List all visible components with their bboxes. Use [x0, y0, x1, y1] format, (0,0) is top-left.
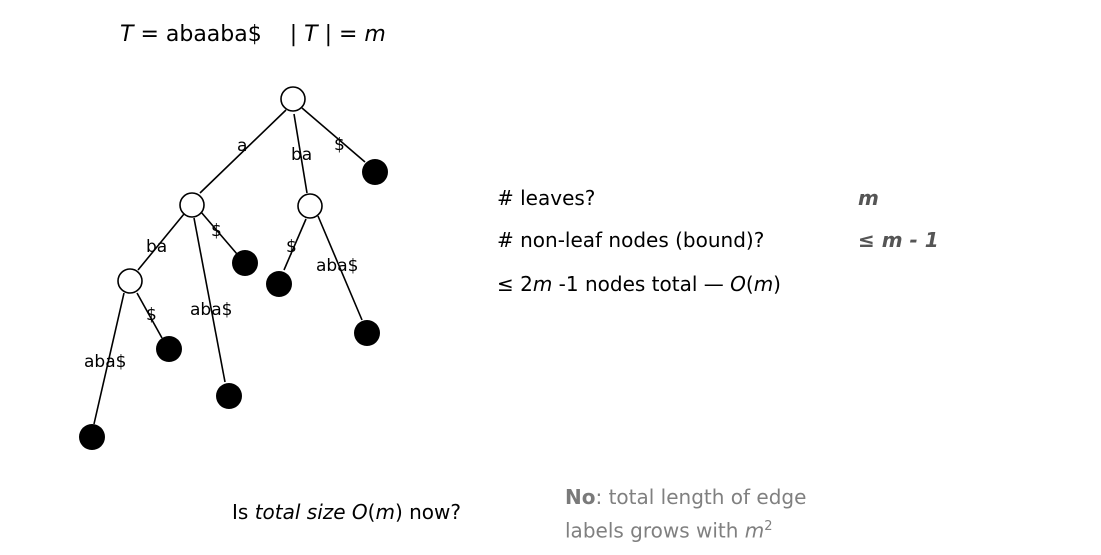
total-pre: ≤ 2: [497, 272, 533, 296]
edge-root-dollar: [301, 107, 366, 163]
edge-a-ba: [137, 213, 185, 271]
edge-root-ba: [293, 113, 308, 194]
answer-line2-text: labels grows with: [565, 518, 745, 543]
total-paren-open: (: [745, 272, 754, 296]
tree-nodes: [79, 86, 388, 450]
edge-label: ba: [146, 237, 167, 257]
edge-aba-dollar: [136, 292, 163, 339]
internal-node-root: [280, 86, 306, 112]
edge-label: $: [334, 135, 345, 155]
edge-label: aba$: [84, 352, 126, 372]
total-nodes-statement: ≤ 2m -1 nodes total — O(m): [497, 272, 781, 296]
leaf-node: [216, 383, 242, 409]
edge-root-a: [199, 109, 287, 194]
edge-label: a: [237, 136, 247, 156]
edge-a-aba: [193, 217, 226, 383]
answer-no: No: [565, 485, 596, 509]
answer-nonleaf-nodes: ≤ m - 1: [858, 228, 939, 252]
leaf-node: [354, 320, 380, 346]
bq-paren: (: [367, 500, 376, 524]
bq-m: m: [375, 500, 395, 524]
text-value: = abaaba$: [133, 22, 262, 47]
answer-line-1: No: total length of edge: [565, 482, 806, 512]
internal-node-aba: [117, 268, 143, 294]
length-bar-open: |: [289, 22, 305, 47]
leaf-node: [79, 424, 105, 450]
total-paren-close: ): [773, 272, 781, 296]
question-leaves: # leaves?: [497, 186, 596, 210]
length-variable: T: [304, 22, 318, 47]
total-m: m: [532, 272, 553, 296]
bq-italic: total size: [254, 500, 346, 524]
edge-ba-dollar: [283, 218, 307, 271]
question-nonleaf-nodes: # non-leaf nodes (bound)?: [497, 228, 765, 252]
edge-a-dollar: [200, 211, 238, 255]
internal-node-ba: [297, 193, 323, 219]
edge-label: $: [146, 305, 157, 325]
internal-node-a: [179, 192, 205, 218]
leaf-node: [232, 250, 258, 276]
edge-label: aba$: [316, 256, 358, 276]
total-size-question: Is total size O(m) now?: [232, 500, 461, 524]
bq-end: ) now?: [394, 500, 462, 524]
string-definition: T = abaaba$ | T | = m: [120, 22, 386, 47]
leaf-node: [156, 336, 182, 362]
answer-m: m: [744, 518, 765, 543]
edge-label: aba$: [190, 300, 232, 320]
edge-label: $: [286, 237, 297, 257]
tree-edges: [93, 107, 366, 425]
total-mid: -1 nodes total —: [552, 272, 731, 296]
total-size-answer: No: total length of edge labels grows wi…: [565, 482, 806, 546]
answer-rest: : total length of edge: [595, 485, 807, 509]
total-O: O: [730, 272, 746, 296]
bq-pre: Is: [232, 500, 255, 524]
edge-label: ba: [291, 145, 312, 165]
edge-labels: a ba $ ba $ $ aba$ $ aba$ aba$: [84, 135, 358, 372]
answer-sup: 2: [764, 519, 773, 534]
leaf-node: [266, 271, 292, 297]
length-value: m: [364, 22, 386, 47]
text-variable: T: [120, 22, 134, 47]
bq-O: O: [351, 500, 368, 524]
total-m2: m: [753, 272, 774, 296]
leaf-node: [362, 159, 388, 185]
edge-aba-aba: [93, 292, 125, 425]
edge-label: $: [211, 221, 222, 241]
length-bar-close: | =: [317, 22, 365, 47]
answer-line-2: labels grows with m2: [565, 512, 806, 546]
edge-ba-aba: [317, 215, 363, 321]
answer-leaves: m: [858, 186, 879, 210]
